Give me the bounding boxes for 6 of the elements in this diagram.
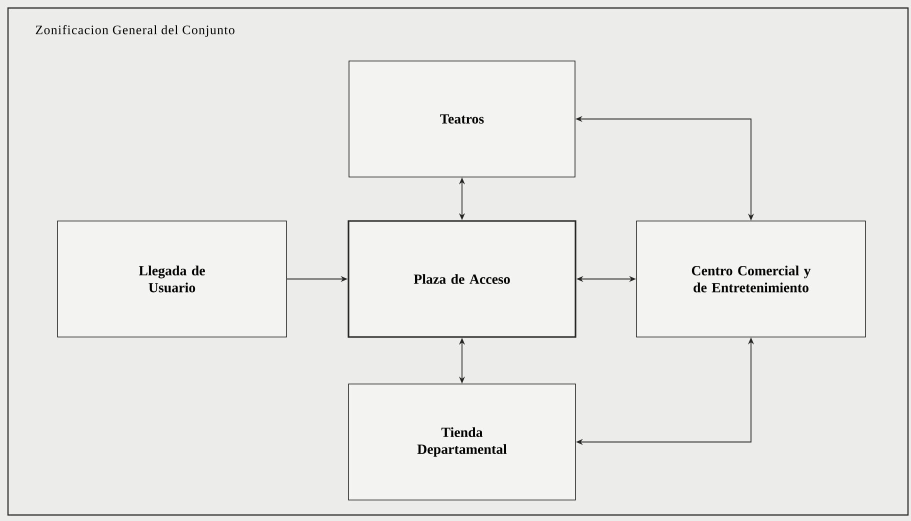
zone-box: Teatros	[348, 60, 576, 178]
zone-box: Centro Comercial y de Entretenimiento	[636, 220, 866, 338]
zone-box: Tienda Departamental	[348, 384, 576, 500]
zone-box: Llegada de Usuario	[57, 220, 287, 338]
title: Zonificacion General del Conjunto	[36, 25, 234, 37]
zone-box: Plaza de Acceso	[348, 220, 576, 338]
